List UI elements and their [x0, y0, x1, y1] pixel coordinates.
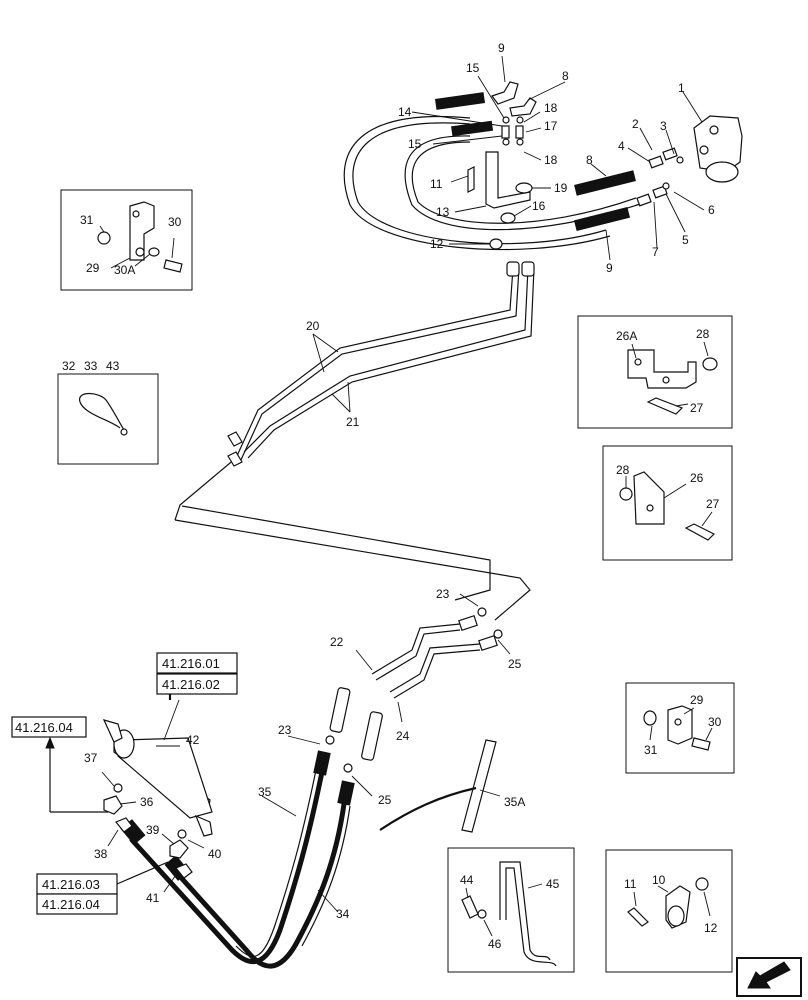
callout-40: 40 [208, 847, 222, 861]
callout-3: 3 [660, 119, 667, 133]
inset-pipe-45 [447, 847, 575, 973]
callout-41: 41 [146, 891, 160, 905]
reference-labels: 41.216.01 41.216.02 41.216.04 41.216.03 … [15, 656, 220, 912]
callout-6: 6 [708, 203, 715, 217]
callout-25: 25 [378, 793, 392, 807]
callout-28: 28 [616, 463, 630, 477]
callout-32: 32 [62, 359, 76, 373]
callout-4: 4 [618, 139, 625, 153]
callout-38: 38 [94, 847, 108, 861]
callout-21: 21 [346, 415, 360, 429]
inset-bracket-26 [602, 445, 733, 561]
callout-45: 45 [546, 877, 560, 891]
callout-33: 33 [84, 359, 98, 373]
callout-35A: 35A [504, 795, 525, 809]
pipe-assembly-22-24 [355, 593, 511, 723]
callout-18: 18 [544, 101, 558, 115]
callout-39: 39 [146, 823, 160, 837]
ref-41-216-04-left: 41.216.04 [15, 720, 73, 735]
inset-clamp-10 [605, 849, 733, 973]
callout-34: 34 [336, 907, 350, 921]
callout-7: 7 [652, 245, 659, 259]
callout-23: 23 [278, 723, 292, 737]
callout-37: 37 [84, 751, 98, 765]
reference-group-cylinder [156, 652, 238, 700]
tube-assembly-20-21 [174, 261, 535, 621]
inset-clamp-assembly-b [625, 682, 735, 774]
reference-group-left [11, 716, 108, 813]
callout-36: 36 [140, 795, 154, 809]
callout-labels: 9 15 8 1 14 18 17 2 3 15 18 4 11 19 8 6 … [62, 41, 722, 951]
callout-24: 24 [396, 729, 410, 743]
callout-42: 42 [186, 733, 200, 747]
callout-26A: 26A [616, 329, 637, 343]
callout-12: 12 [430, 237, 444, 251]
ref-41-216-02: 41.216.02 [162, 677, 220, 692]
callout-30: 30 [708, 715, 722, 729]
ref-41-216-03: 41.216.03 [42, 877, 100, 892]
top-hose-assembly [343, 81, 743, 251]
callout-29: 29 [690, 693, 704, 707]
hydraulic-cylinder [102, 699, 213, 837]
callout-31: 31 [80, 213, 94, 227]
callout-9: 9 [498, 41, 505, 55]
callout-16: 16 [532, 199, 546, 213]
callout-11: 11 [430, 177, 443, 191]
callout-8: 8 [562, 69, 569, 83]
callout-30A: 30A [114, 263, 135, 277]
callout-46: 46 [488, 937, 502, 951]
callout-43: 43 [106, 359, 120, 373]
inset-clamp-assembly-a [60, 189, 193, 291]
callout-2: 2 [632, 117, 639, 131]
reference-group-lower [36, 861, 169, 915]
callout-14: 14 [398, 105, 412, 119]
callout-13: 13 [436, 205, 450, 219]
callout-11: 11 [624, 877, 637, 891]
protective-sleeve-35A [379, 739, 501, 833]
callout-27: 27 [706, 497, 720, 511]
callout-35: 35 [258, 785, 272, 799]
callout-23: 23 [436, 587, 450, 601]
callout-19: 19 [554, 181, 568, 195]
callout-17: 17 [544, 119, 558, 133]
callout-28: 28 [696, 327, 710, 341]
inset-bracket-26A [577, 315, 733, 429]
callout-12: 12 [704, 921, 718, 935]
callout-15: 15 [408, 137, 422, 151]
callout-9: 9 [606, 261, 613, 275]
hose-assembly-34-35 [120, 687, 383, 969]
top-leader-lines [411, 55, 705, 261]
callout-25: 25 [508, 657, 522, 671]
callout-15: 15 [466, 61, 480, 75]
callout-22: 22 [330, 635, 344, 649]
next-page-arrow-icon[interactable] [736, 957, 802, 997]
callout-26: 26 [690, 471, 704, 485]
callout-18: 18 [544, 153, 558, 167]
inset-strap [57, 373, 159, 465]
cylinder-fittings [101, 771, 205, 893]
ref-41-216-01: 41.216.01 [162, 656, 220, 671]
callout-8: 8 [586, 153, 593, 167]
ref-41-216-04-lower: 41.216.04 [42, 897, 100, 912]
callout-30: 30 [168, 215, 182, 229]
callout-20: 20 [306, 319, 320, 333]
callout-44: 44 [460, 873, 474, 887]
callout-31: 31 [644, 743, 658, 757]
callout-5: 5 [682, 233, 689, 247]
callout-10: 10 [652, 873, 666, 887]
callout-29: 29 [86, 261, 100, 275]
callout-1: 1 [678, 81, 685, 95]
callout-27: 27 [690, 401, 704, 415]
